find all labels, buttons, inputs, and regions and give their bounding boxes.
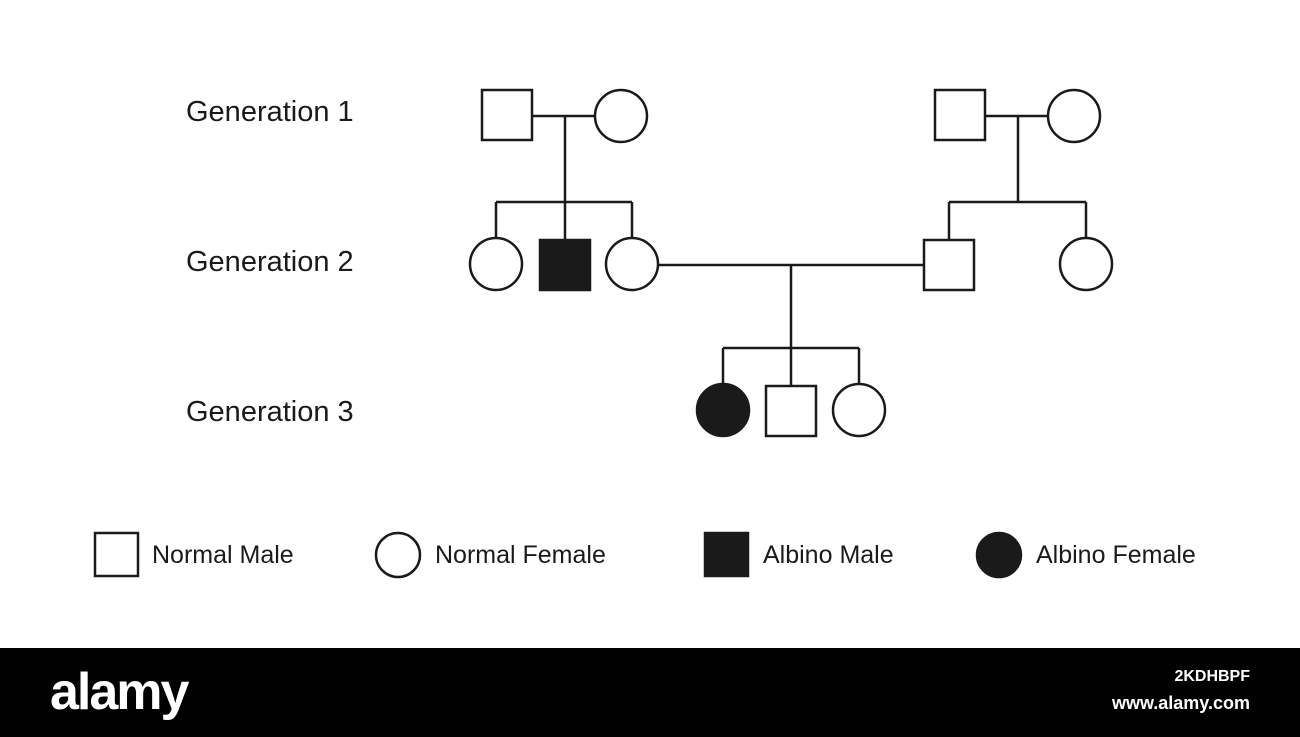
image-id: 2KDHBPF <box>1174 668 1250 685</box>
normal-female-symbol <box>1058 236 1114 292</box>
normal-male-symbol <box>922 238 976 292</box>
legend-albino-female-label: Albino Female <box>1036 541 1196 569</box>
albino-female-symbol <box>695 382 751 438</box>
legend-normal-female-icon <box>374 531 422 579</box>
watermark-footer: alamy 2KDHBPF www.alamy.com <box>0 648 1300 737</box>
legend-albino-male-label: Albino Male <box>763 541 894 569</box>
alamy-logo: alamy <box>50 663 189 721</box>
generation-2-label: Generation 2 <box>186 246 354 278</box>
individuals <box>468 88 1114 438</box>
albino-male-symbol <box>538 238 592 292</box>
normal-male-symbol <box>933 88 987 142</box>
normal-female-symbol <box>604 236 660 292</box>
connector-lines <box>494 114 1088 386</box>
pedigree-svg <box>93 88 1114 579</box>
normal-female-symbol <box>831 382 887 438</box>
normal-female-symbol <box>593 88 649 144</box>
legend-normal-female-label: Normal Female <box>435 541 606 569</box>
normal-female-symbol <box>468 236 524 292</box>
pedigree-chart: Generation 1 Generation 2 Generation 3 <box>93 88 1196 579</box>
legend-albino-male-icon <box>703 531 750 578</box>
normal-male-symbol <box>764 384 818 438</box>
legend-albino-female-icon <box>975 531 1023 579</box>
legend-normal-male-label: Normal Male <box>152 541 294 569</box>
legend-normal-male-icon <box>93 531 140 578</box>
legend-symbols <box>93 531 1023 579</box>
normal-female-symbol <box>1046 88 1102 144</box>
normal-male-symbol <box>480 88 534 142</box>
generation-3-label: Generation 3 <box>186 396 354 428</box>
footer-url: www.alamy.com <box>1111 693 1250 713</box>
generation-1-label: Generation 1 <box>186 96 354 128</box>
